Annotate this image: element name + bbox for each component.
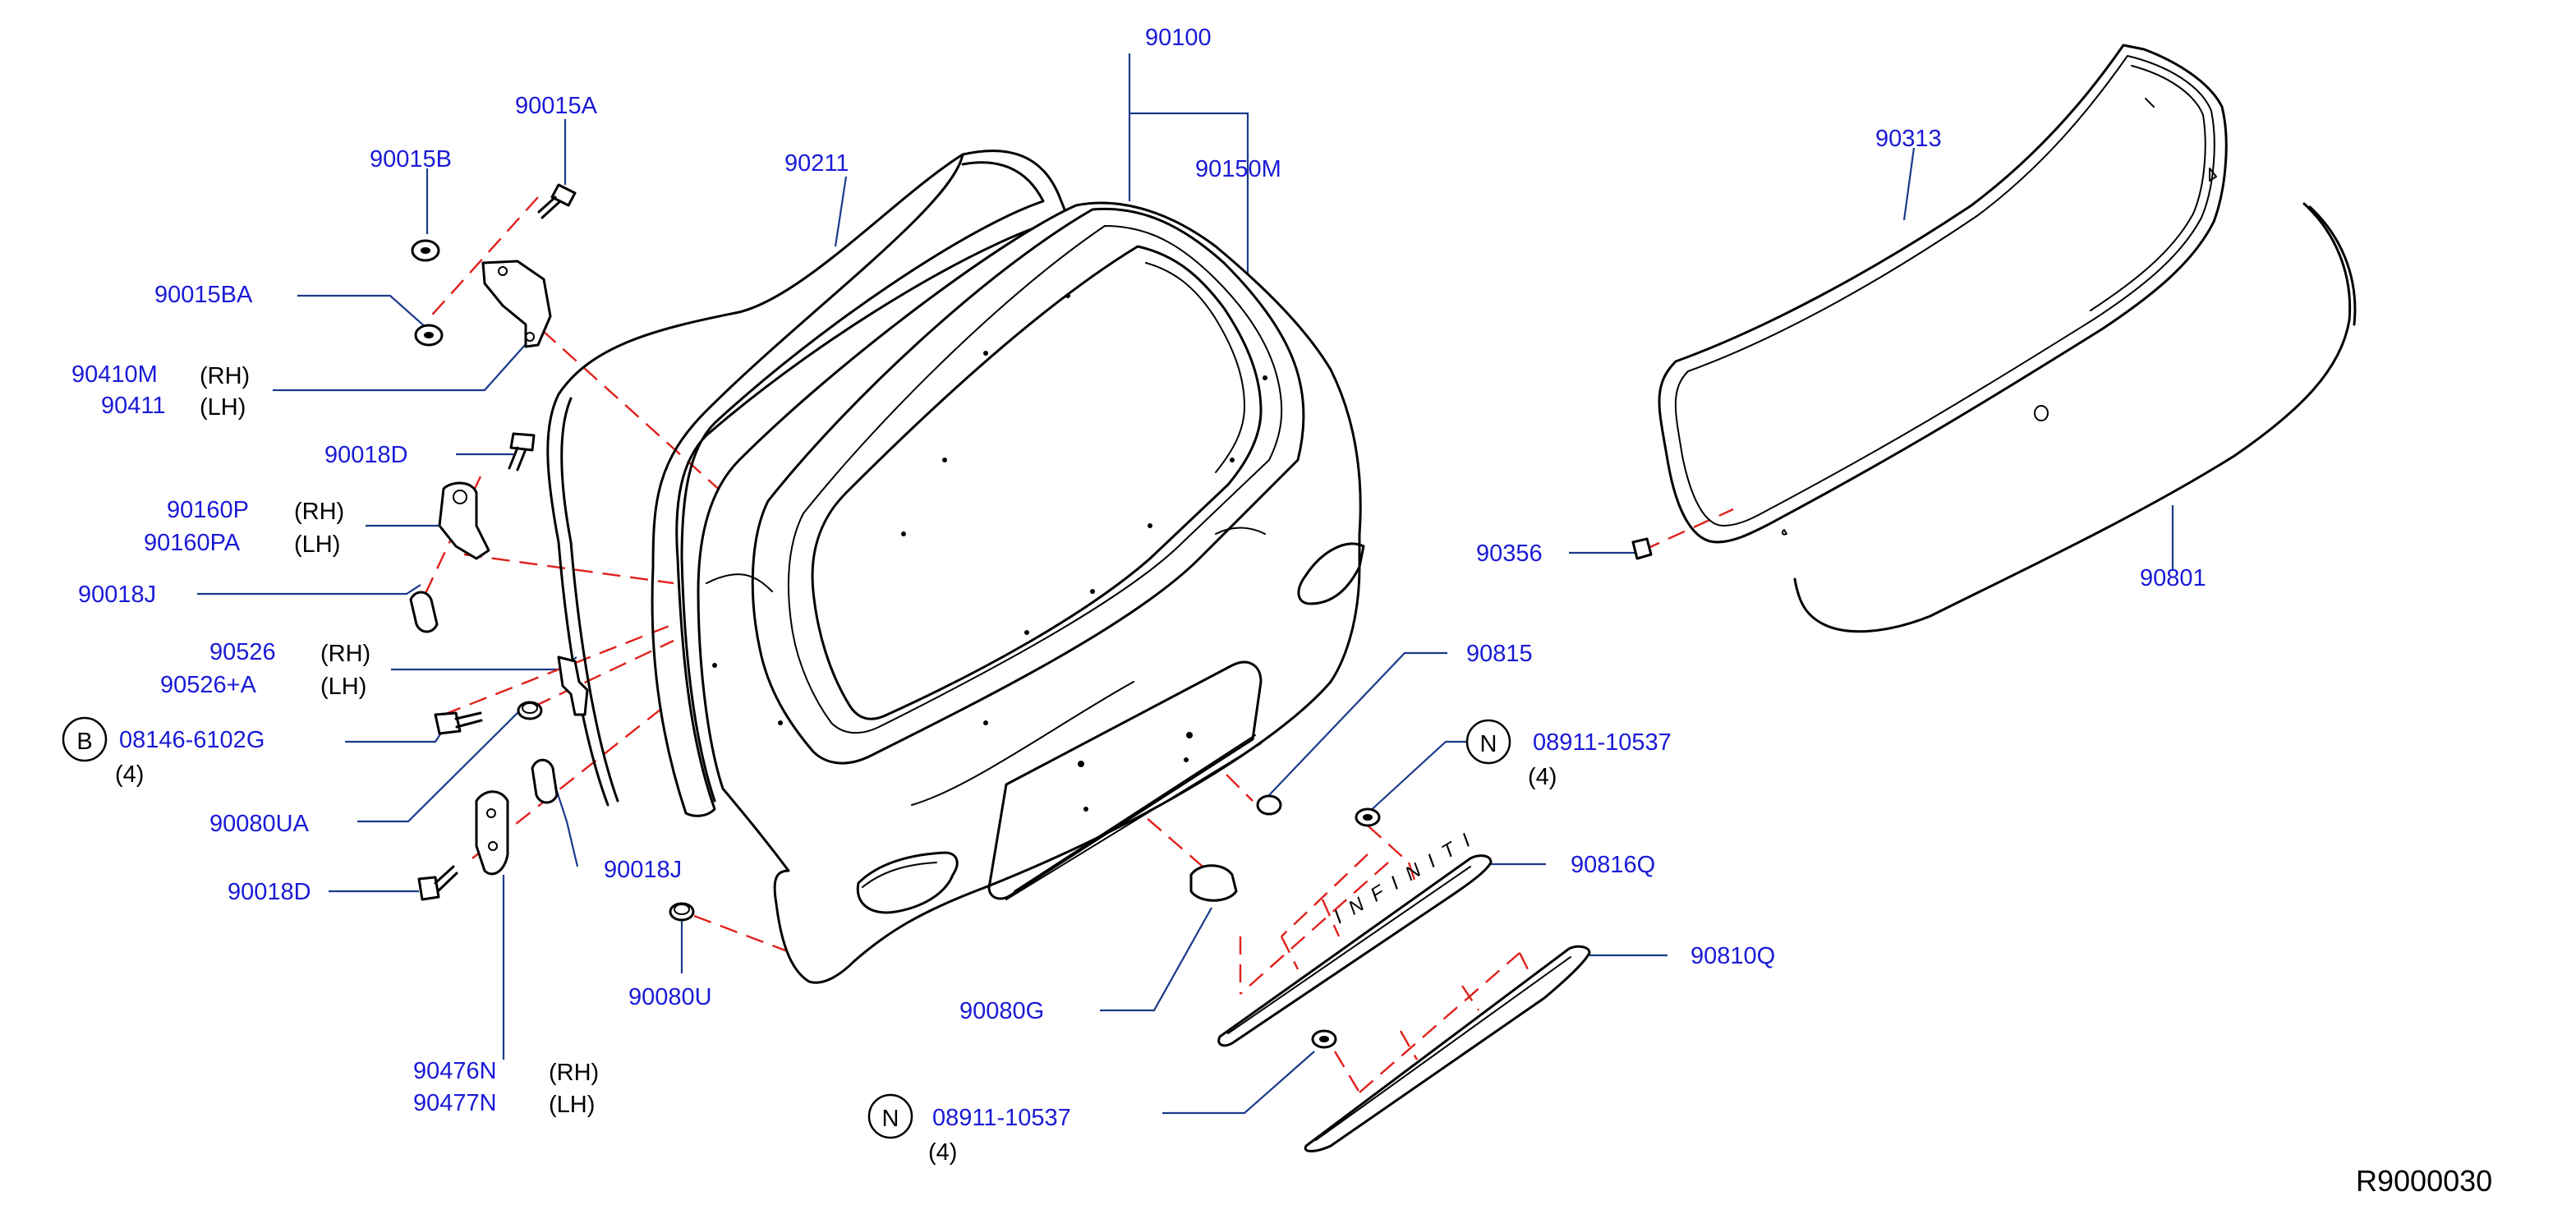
label-90018j: 90018J: [604, 857, 682, 883]
plug-90815: [1256, 794, 1282, 816]
label-90018d: 90018D: [324, 442, 408, 468]
clip-08911-top: [1355, 807, 1381, 827]
label-90160pa: 90160PA: [144, 530, 241, 556]
bolt-90018j-top: [409, 591, 439, 633]
leader-lines: [197, 53, 2174, 1115]
bolt-90018d-top: [508, 432, 536, 472]
label-90015b: 90015B: [370, 146, 452, 172]
label-quantity: (4): [115, 761, 144, 788]
part-labels: 90100 90211 90150M 90015A 90015B 90015BA…: [71, 25, 2492, 1198]
label-90150m: 90150M: [1195, 156, 1281, 182]
label-90410m: 90410M: [71, 361, 158, 388]
label-rh: (RH): [320, 641, 370, 667]
label-90080g: 90080G: [959, 998, 1044, 1024]
bumper-90080g: [1189, 864, 1238, 902]
clip-08911-bot: [1311, 1029, 1337, 1049]
bolt-90018d-bot: [417, 865, 458, 901]
circle-letter-n: N: [882, 1106, 899, 1132]
molding-90801: [1793, 202, 2357, 633]
label-lh: (LH): [200, 394, 246, 421]
label-90816q: 90816Q: [1571, 852, 1655, 878]
label-lh: (LH): [320, 674, 366, 700]
label-90476n: 90476N: [413, 1058, 497, 1084]
label-quantity: (4): [928, 1139, 957, 1166]
fastener-90356: [1631, 537, 1653, 560]
diagram-reference: R9000030: [2356, 1164, 2492, 1198]
label-90810q: 90810Q: [1690, 943, 1775, 969]
label-90015a: 90015A: [515, 93, 598, 119]
label-90313: 90313: [1875, 126, 1942, 152]
washer-90015b: [411, 239, 440, 262]
label-90356: 90356: [1476, 540, 1543, 567]
label-rh: (RH): [549, 1060, 599, 1086]
circle-letter-n: N: [1480, 731, 1497, 757]
label-90015ba: 90015BA: [154, 282, 253, 308]
label-90080ua: 90080UA: [209, 811, 310, 837]
label-lh: (LH): [549, 1092, 595, 1118]
bolt-90018j-bot: [531, 758, 559, 804]
label-90801: 90801: [2140, 565, 2206, 591]
label-08911-10537: 08911-10537: [932, 1105, 1071, 1131]
back-door-weatherstrip: [546, 150, 1070, 817]
label-90477n: 90477N: [413, 1090, 497, 1116]
bumper-90080ua: [517, 701, 543, 720]
label-lh: (LH): [294, 531, 340, 558]
label-90526: 90526: [209, 639, 276, 665]
label-90815: 90815: [1466, 641, 1533, 667]
label-90526a: 90526+A: [160, 672, 257, 698]
label-90018d: 90018D: [228, 879, 311, 905]
washer-90015ba: [414, 324, 444, 347]
label-rh: (RH): [200, 363, 250, 389]
bumper-90080u: [669, 902, 695, 922]
label-90211: 90211: [784, 150, 849, 177]
label-08911-10537: 08911-10537: [1533, 729, 1672, 756]
label-90100: 90100: [1145, 25, 1212, 51]
hinge-bracket-90410m: [481, 260, 552, 348]
circle-n-bot: N: [867, 1093, 913, 1139]
circle-letter-b: B: [76, 729, 92, 755]
bolt-08146: [434, 711, 483, 735]
label-rh: (RH): [294, 499, 344, 525]
finisher-90810q: [1304, 945, 1591, 1152]
label-08146-6102g: 08146-6102G: [119, 727, 264, 753]
label-90160p: 90160P: [167, 497, 249, 523]
stay-bracket-90160p: [438, 481, 490, 560]
back-door-panel: [697, 201, 1365, 984]
rear-window-glass-90313: [1658, 44, 2228, 544]
label-90018j: 90018J: [78, 582, 156, 608]
circle-n-top: N: [1465, 719, 1511, 765]
circle-b: B: [62, 716, 108, 762]
label-90080u: 90080U: [628, 984, 712, 1010]
label-90411: 90411: [101, 393, 166, 419]
striker-90476n: [475, 790, 509, 876]
label-quantity: (4): [1528, 764, 1557, 790]
stay-bracket-90526: [557, 656, 589, 716]
bolt-90015a: [537, 183, 577, 219]
